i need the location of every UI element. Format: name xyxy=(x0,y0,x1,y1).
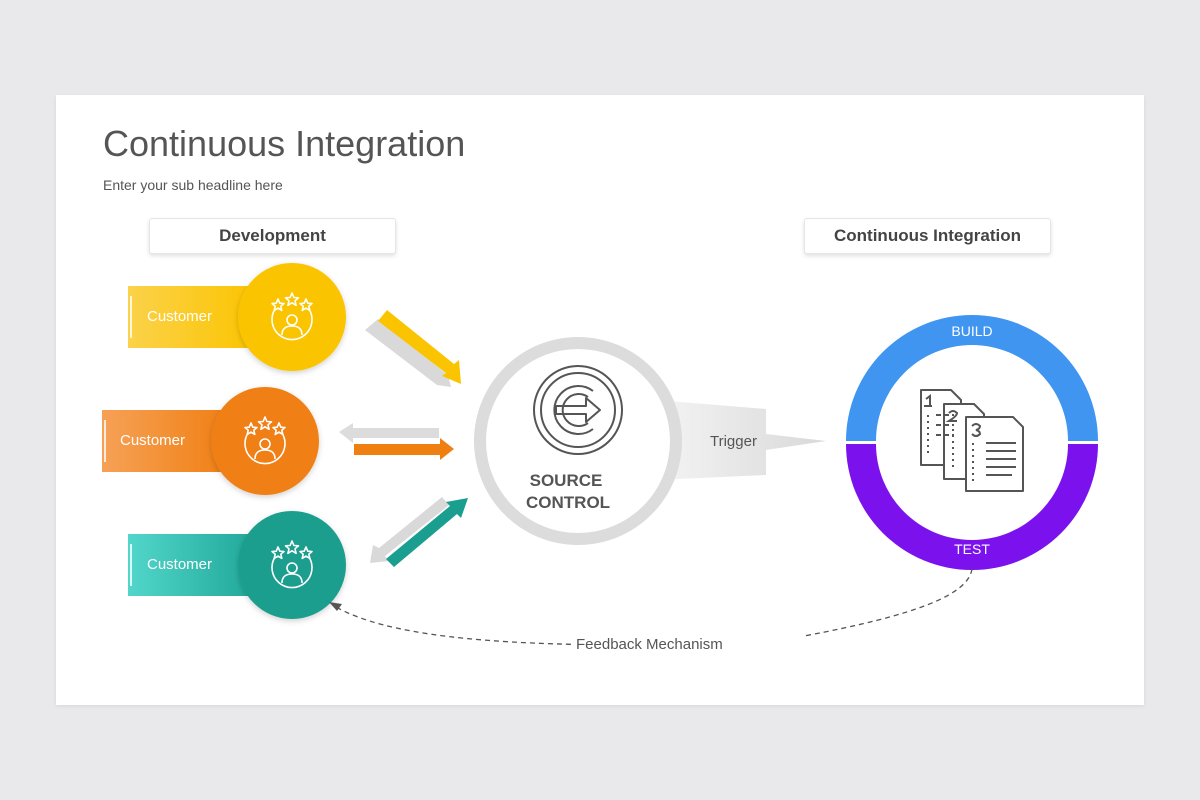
customer-row-3 xyxy=(128,511,346,619)
test-label: TEST xyxy=(954,541,990,557)
page-subtitle: Enter your sub headline here xyxy=(103,177,283,193)
return-arrow xyxy=(370,497,449,563)
ci-ring xyxy=(846,315,1098,570)
customer-circle xyxy=(238,511,346,619)
development-label: Development xyxy=(149,218,396,254)
customer-tab xyxy=(128,534,258,596)
arrows-customer-1 xyxy=(365,310,461,387)
source-control-label: SOURCE CONTROL xyxy=(526,470,611,514)
slide: Continuous Integration Enter your sub he… xyxy=(56,95,1144,705)
test-segment xyxy=(846,444,1098,570)
source-control-icon xyxy=(533,365,623,455)
customer-tab xyxy=(128,286,258,348)
customer-row-2 xyxy=(102,387,319,495)
source-control-line-1: SOURCE xyxy=(529,471,603,490)
feedback-path xyxy=(335,568,973,646)
customer-label-3: Customer xyxy=(147,556,213,573)
source-control-line-2: CONTROL xyxy=(526,493,611,512)
page-title: Continuous Integration xyxy=(103,123,466,164)
commit-arrow xyxy=(354,438,454,460)
source-control-circle xyxy=(486,349,670,533)
documents-icon xyxy=(920,389,1024,492)
arrows-customer-2 xyxy=(339,423,454,460)
continuous-integration-label: Continuous Integration xyxy=(804,218,1051,254)
customer-label-1: Customer xyxy=(147,308,213,325)
feedback-label: Feedback Mechanism xyxy=(572,636,727,653)
commit-arrow xyxy=(378,310,461,384)
customer-row-1 xyxy=(128,263,346,371)
arrows-customer-3 xyxy=(370,497,468,567)
customer-circle xyxy=(211,387,319,495)
return-arrow xyxy=(365,319,451,387)
trigger-label: Trigger xyxy=(710,433,757,450)
build-segment xyxy=(846,315,1098,441)
return-arrow xyxy=(339,423,439,443)
source-control xyxy=(474,337,826,545)
build-label: BUILD xyxy=(951,323,993,339)
feedback-arrowhead xyxy=(329,602,342,611)
commit-arrow xyxy=(386,498,468,567)
trigger-arrow xyxy=(656,400,826,480)
customer-circle xyxy=(238,263,346,371)
customer-tab xyxy=(102,410,232,472)
customer-label-2: Customer xyxy=(120,432,186,449)
ci-diagram xyxy=(102,263,1098,646)
